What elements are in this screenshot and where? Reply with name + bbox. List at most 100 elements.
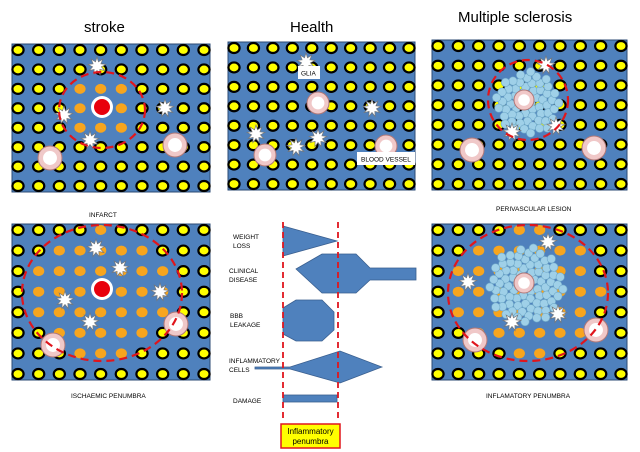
neuron (93, 43, 108, 57)
neuron (285, 100, 300, 113)
inflammatory-penumbra-panel (431, 223, 628, 381)
microglia (361, 97, 383, 118)
neuron (197, 367, 211, 381)
neuron (431, 306, 445, 319)
neuron (11, 347, 25, 360)
penumbra-box-line-1: Inflammatory (287, 427, 333, 436)
neuron (11, 102, 25, 115)
neuron (402, 119, 416, 132)
neuron (176, 223, 191, 237)
activated-cell (452, 266, 464, 277)
inflammatory-cells-label-2: CELLS (229, 367, 250, 374)
neuron (11, 285, 25, 298)
activated-cell (136, 245, 148, 256)
blood-vessel-label: BLOOD VESSEL (357, 152, 415, 165)
neuron (614, 79, 628, 92)
neuron (593, 244, 608, 257)
neuron (176, 347, 191, 360)
neuron (52, 223, 67, 237)
penumbra-box-line-2: penumbra (292, 437, 329, 446)
neuron (573, 347, 588, 360)
activated-cell (74, 266, 86, 277)
neuron (573, 39, 588, 53)
vessel-lumen (311, 96, 325, 110)
lesion-cell (497, 87, 507, 97)
neuron (93, 367, 108, 381)
neuron (553, 367, 567, 381)
lesion-cell (541, 74, 551, 84)
neuron (135, 141, 149, 154)
neuron (431, 39, 445, 53)
lesion-cell (490, 293, 500, 303)
activated-cell (95, 83, 107, 94)
neuron (343, 177, 358, 191)
neuron (155, 43, 170, 57)
microglia (547, 303, 569, 324)
neuron (532, 39, 547, 53)
ms-title: Multiple sclerosis (458, 9, 572, 26)
neuron (114, 179, 129, 193)
microglia (85, 237, 107, 258)
lesion-cell (494, 103, 504, 113)
neuron (471, 367, 486, 381)
neuron (451, 118, 466, 131)
neuron (155, 223, 170, 237)
neuron (614, 285, 628, 298)
neuron (343, 100, 358, 113)
neuron (176, 82, 191, 95)
neuron (11, 121, 25, 134)
stroke-infarct-panel (11, 43, 211, 193)
neuron (431, 285, 445, 298)
neuron (382, 119, 397, 132)
activated-cell (473, 266, 485, 277)
neuron (451, 39, 466, 53)
neuron (135, 43, 149, 57)
neuron (305, 119, 319, 132)
neuron (471, 118, 486, 131)
neuron (512, 39, 527, 53)
neuron (471, 177, 486, 191)
lesion-cell (553, 291, 563, 301)
activated-cell (33, 307, 45, 318)
neuron (31, 179, 46, 193)
infarct-core (94, 281, 110, 297)
neuron (382, 80, 397, 93)
neuron (343, 119, 358, 132)
neuron (11, 82, 25, 95)
neuron (266, 177, 280, 191)
inflammatory-cells-shape (254, 350, 384, 384)
lesion-cell (532, 313, 542, 323)
activated-cell (473, 245, 485, 256)
neuron (532, 138, 547, 151)
activated-cell (534, 327, 546, 338)
activated-cell (53, 245, 65, 256)
neuron (471, 39, 486, 53)
timeline-shapes (254, 225, 417, 403)
neuron (573, 158, 588, 171)
neuron (614, 223, 628, 237)
neuron (246, 80, 261, 93)
neuron (114, 160, 129, 173)
neuron (431, 99, 445, 112)
neuron (135, 160, 149, 173)
neuron (492, 59, 506, 72)
neuron (431, 118, 445, 131)
lesion-cell (558, 284, 568, 294)
neuron (197, 160, 211, 173)
microglia (501, 311, 523, 332)
neuron (492, 158, 506, 171)
lesion-cell (541, 312, 551, 322)
activated-cell (95, 266, 107, 277)
activated-cell (473, 286, 485, 297)
activated-cell (554, 245, 566, 256)
neuron (451, 177, 466, 191)
neuron (402, 100, 416, 113)
lesion-cell (520, 317, 530, 327)
neuron (363, 80, 377, 93)
neuron (451, 79, 466, 92)
lesion-cell (505, 250, 515, 260)
neuron (246, 100, 261, 113)
activated-cell (513, 327, 525, 338)
perivascular-caption: PERIVASCULAR LESION (496, 206, 572, 213)
neuron (512, 158, 527, 171)
